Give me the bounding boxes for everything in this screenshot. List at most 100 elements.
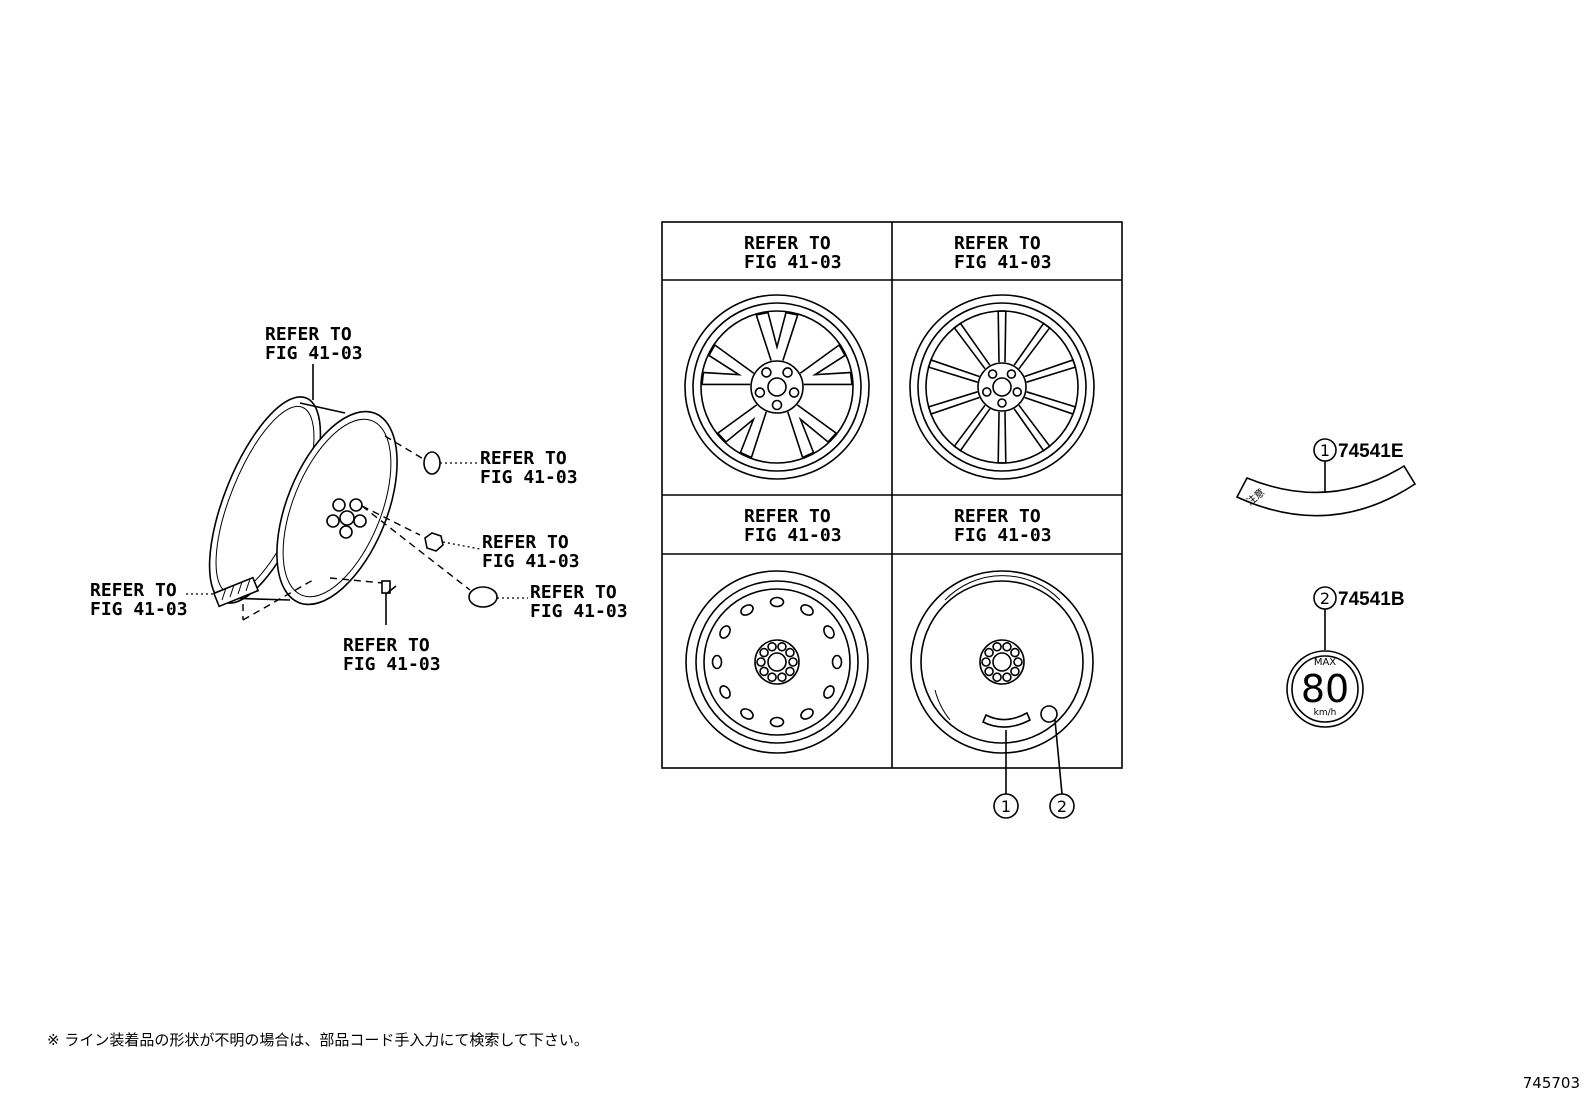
spoke <box>997 411 1007 464</box>
vent-hole <box>719 625 731 639</box>
spoke <box>953 322 991 370</box>
lug-nut <box>987 369 998 379</box>
lug-nut <box>1006 369 1017 379</box>
svg-text:1: 1 <box>1001 797 1011 816</box>
wheel-callout-line2: FIG 41-03 <box>265 343 363 364</box>
grid-cell-4-line1: REFER TO <box>954 506 1041 527</box>
lug-nut <box>759 647 769 658</box>
steel-wheel <box>685 570 869 754</box>
exploded-wheel-assembly: REFER TO FIG 41-03 REFER TO FIG 41-03 RE… <box>90 324 628 675</box>
weight-callout-line1: REFER TO <box>90 580 177 601</box>
center-cap-part <box>468 586 498 608</box>
svg-text:1: 1 <box>1320 441 1330 460</box>
grid-cell-3-line1: REFER TO <box>744 506 831 527</box>
lug-nut <box>788 387 800 398</box>
alloy-wheel-ten-spoke <box>909 294 1095 480</box>
valve-callout-line1: REFER TO <box>343 635 430 656</box>
vent-hole <box>769 716 785 728</box>
lug-nut <box>992 672 1002 683</box>
part-1-code: 74541E <box>1338 441 1404 462</box>
spoke <box>1024 391 1077 416</box>
marker-2: 2 <box>1049 793 1075 819</box>
vent-hole <box>740 604 754 616</box>
cap-callout-line1: REFER TO <box>530 582 617 603</box>
vent-hole <box>823 625 835 639</box>
svg-text:2: 2 <box>1057 797 1067 816</box>
caution-label-on-wheel <box>981 711 1032 728</box>
lug-nut <box>984 666 994 677</box>
spoke <box>1013 404 1051 452</box>
lug-nut <box>767 672 777 683</box>
ornament-callout-line1: REFER TO <box>480 448 567 469</box>
grid-cell-3-line2: FIG 41-03 <box>744 525 842 546</box>
part-1-caution-label: 1 74541E 注意 <box>1235 438 1417 517</box>
vent-hole <box>740 708 754 720</box>
lug-nut <box>981 657 991 667</box>
diagram-id: 745703 <box>1523 1074 1580 1092</box>
spoke <box>927 391 980 416</box>
lug-nut <box>1002 672 1012 683</box>
spoke <box>799 343 853 386</box>
lug-nut <box>788 657 798 667</box>
weight-callout-line2: FIG 41-03 <box>90 599 188 620</box>
grid-cell-2-line2: FIG 41-03 <box>954 252 1052 273</box>
wheel-hub <box>326 498 367 539</box>
lug-nut <box>785 647 795 658</box>
lug-nut <box>1013 657 1023 667</box>
lug-nut <box>759 666 769 677</box>
lug-nut <box>771 399 783 411</box>
lug-nut <box>761 367 772 378</box>
valve-stem-part <box>381 580 397 625</box>
lug-nut <box>1010 666 1020 677</box>
wheel-callout-line1: REFER TO <box>265 324 352 345</box>
lug-nut <box>992 641 1002 652</box>
grid-cell-4-line2: FIG 41-03 <box>954 525 1052 546</box>
grid-cell-1-line1: REFER TO <box>744 233 831 254</box>
ornament-callout-line2: FIG 41-03 <box>480 467 578 488</box>
wheel-rim-front <box>276 410 398 606</box>
lug-nut <box>1002 641 1012 652</box>
spoke <box>997 310 1007 363</box>
wheel-variant-grid: REFER TO FIG 41-03 REFER TO FIG 41-03 RE… <box>661 221 1123 819</box>
hub-nut-part <box>424 532 444 552</box>
lug-nut <box>1012 387 1023 397</box>
hub-nut-callout-line2: FIG 41-03 <box>482 551 580 572</box>
part-2-speed-label: 2 74541B MAX 80 km/h <box>1286 586 1405 728</box>
footer-note: ※ ライン装着品の形状が不明の場合は、部品コード手入力にて検索して下さい。 <box>47 1031 589 1049</box>
spoke <box>953 404 991 452</box>
spare-wheel <box>910 570 1094 795</box>
vent-hole <box>831 654 843 670</box>
marker-1: 1 <box>993 793 1019 819</box>
lug-nut <box>777 672 787 683</box>
vent-hole <box>711 654 723 670</box>
lug-nut <box>782 367 793 378</box>
spoke <box>755 311 799 361</box>
lug-nut <box>981 387 992 397</box>
speed-label-on-wheel <box>1040 705 1058 723</box>
cap-callout-line2: FIG 41-03 <box>530 601 628 622</box>
lug-nut <box>1010 647 1020 658</box>
hub-ornament-part <box>423 451 441 475</box>
lug-nut <box>756 657 766 667</box>
speed-sign-max: MAX <box>1314 657 1336 668</box>
vent-hole <box>823 685 835 699</box>
lug-nut <box>997 398 1007 408</box>
lug-nut <box>754 387 766 398</box>
part-2-code: 74541B <box>1338 589 1405 610</box>
spoke <box>716 404 768 459</box>
lug-nut <box>984 647 994 658</box>
speed-sign-unit: km/h <box>1314 708 1337 718</box>
grid-cell-1-line2: FIG 41-03 <box>744 252 842 273</box>
vent-hole <box>719 685 731 699</box>
parts-legend: 1 74541E 注意 2 74541B MAX 80 km/h <box>1235 438 1417 728</box>
balance-weight-part <box>212 576 260 608</box>
lug-nut <box>785 666 795 677</box>
lug-nut <box>777 641 787 652</box>
vent-hole <box>800 604 814 616</box>
svg-text:2: 2 <box>1320 589 1330 608</box>
vent-hole <box>800 708 814 720</box>
spoke <box>786 404 838 459</box>
spoke <box>1013 322 1051 370</box>
vent-hole <box>769 596 785 608</box>
hub-nut-callout-line1: REFER TO <box>482 532 569 553</box>
